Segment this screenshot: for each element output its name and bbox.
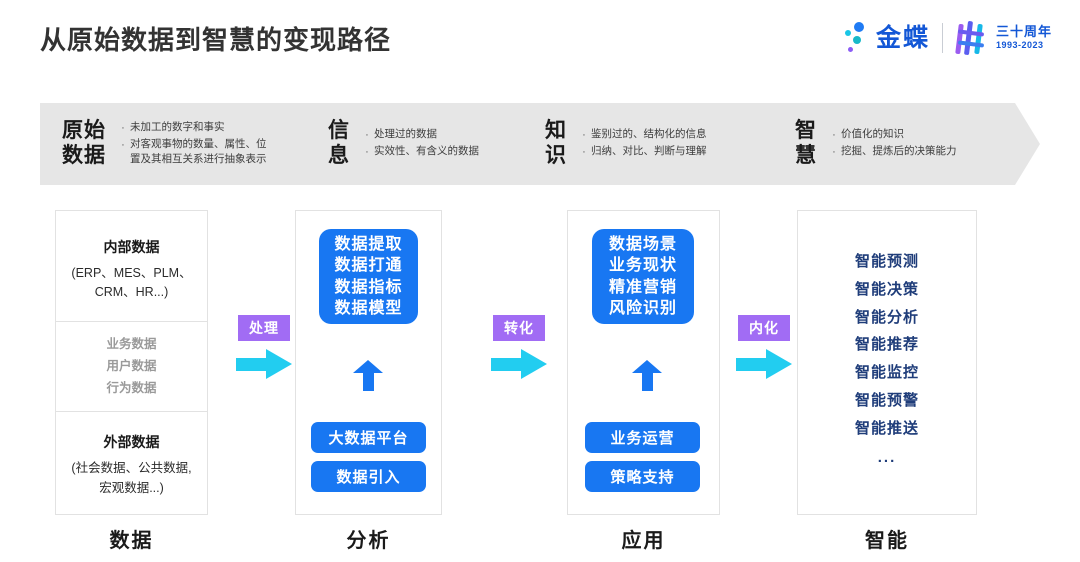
stage-name: 信 息 xyxy=(328,119,350,167)
intelligence-item: 智能推送 xyxy=(854,419,919,437)
bullet-item: · 挖掘、提炼后的决策能力 xyxy=(827,144,957,161)
right-arrow-icon xyxy=(236,349,292,379)
bullet-item: · 处理过的数据 xyxy=(360,127,479,144)
page-title: 从原始数据到智慧的变现路径 xyxy=(40,25,392,55)
data-types-section: 业务数据 用户数据 行为数据 xyxy=(56,320,207,413)
connector-label: 内化 xyxy=(738,315,790,341)
up-arrow-icon-application xyxy=(632,360,662,391)
bullet-dot-icon: · xyxy=(121,139,125,152)
analysis-ingest-pill[interactable]: 数据引入 xyxy=(311,461,426,492)
column-card-data: 内部数据 (ERP、MES、PLM、 CRM、HR...) 业务数据 用户数据 … xyxy=(55,210,208,515)
bullet-text: 价值化的知识 xyxy=(841,128,904,141)
internal-data-sub: (ERP、MES、PLM、 CRM、HR...) xyxy=(71,266,192,300)
bullet-dot-icon: · xyxy=(582,129,586,142)
bullet-item: · 鉴别过的、结构化的信息 xyxy=(577,127,707,144)
stage-raw-data: 原始 数据 · 未加工的数字和事实 · 对客观事物的数量、属性、位 置及其相互关… xyxy=(62,119,267,169)
analysis-platform-pill[interactable]: 大数据平台 xyxy=(311,422,426,453)
bullet-text: 归纳、对比、判断与理解 xyxy=(591,145,707,157)
bullet-item: · 价值化的知识 xyxy=(827,127,957,144)
right-arrow-icon xyxy=(491,349,547,379)
bullet-text: 实效性、有含义的数据 xyxy=(374,145,479,157)
stage-information: 信 息 · 处理过的数据 · 实效性、有含义的数据 xyxy=(328,119,479,169)
intelligence-item: 智能预测 xyxy=(854,253,919,270)
bullet-text: 对客观事物的数量、属性、位 置及其相互关系进行抽象表示 xyxy=(130,138,267,166)
stage-name: 原始 数据 xyxy=(62,119,106,167)
brand-name: 金蝶 xyxy=(875,23,930,52)
bullet-dot-icon: · xyxy=(832,146,836,158)
stage-knowledge: 知 识 · 鉴别过的、结构化的信息 · 归纳、对比、判断与理解 xyxy=(545,119,707,169)
bullet-item: · 未加工的数字和事实 xyxy=(116,120,267,137)
bullet-text: 处理过的数据 xyxy=(374,128,437,141)
stages-banner: 原始 数据 · 未加工的数字和事实 · 对客观事物的数量、属性、位 置及其相互关… xyxy=(40,103,1040,185)
stage-name: 知 识 xyxy=(545,119,567,167)
connector-label: 转化 xyxy=(493,315,545,341)
bullet-dot-icon: · xyxy=(832,129,836,142)
bullet-text: 鉴别过的、结构化的信息 xyxy=(591,128,707,141)
column-card-intelligence xyxy=(797,210,977,515)
bullet-dot-icon: · xyxy=(121,122,125,135)
anniversary-label: 三十周年 xyxy=(995,24,1052,40)
column-footer-intelligence: 智能 xyxy=(865,530,909,552)
data-type-item: 业务数据 xyxy=(106,336,157,351)
stage-wisdom: 智 慧 · 价值化的知识 · 挖掘、提炼后的决策能力 xyxy=(795,119,957,169)
data-type-item: 用户数据 xyxy=(106,358,157,373)
intelligence-ellipsis: ... xyxy=(877,449,897,467)
bullet-item: · 实效性、有含义的数据 xyxy=(360,144,479,161)
stage-bullets: · 未加工的数字和事实 · 对客观事物的数量、属性、位 置及其相互关系进行抽象表… xyxy=(116,120,267,167)
bullet-item: · 归纳、对比、判断与理解 xyxy=(577,144,707,161)
intelligence-item: 智能预警 xyxy=(854,391,919,409)
logo-dots-icon xyxy=(842,21,872,55)
stage-bullets: · 鉴别过的、结构化的信息 · 归纳、对比、判断与理解 xyxy=(577,127,707,161)
anniversary-text: 三十周年 1993-2023 xyxy=(996,25,1052,50)
connector-label: 处理 xyxy=(238,315,290,341)
connector-internalize: 内化 xyxy=(722,315,806,379)
right-arrow-icon xyxy=(736,349,792,379)
intelligence-item: 智能分析 xyxy=(854,308,919,326)
intelligence-item: 智能推荐 xyxy=(854,336,919,354)
anniversary-years: 1993-2023 xyxy=(995,39,1044,50)
intelligence-item: 智能决策 xyxy=(854,280,919,298)
bullet-dot-icon: · xyxy=(365,146,369,158)
application-capability-box: 数据场景 业务现状 精准营销 风险识别 xyxy=(592,229,694,324)
anniversary-mark-icon xyxy=(955,20,989,56)
internal-data-section: 内部数据 (ERP、MES、PLM、 CRM、HR...) xyxy=(56,211,207,321)
column-footer-data: 数据 xyxy=(109,530,154,552)
application-operation-pill[interactable]: 业务运营 xyxy=(585,422,700,453)
connector-transform: 转化 xyxy=(477,315,561,379)
stage-name: 智 慧 xyxy=(795,119,817,167)
connector-process: 处理 xyxy=(222,315,306,379)
analysis-capability-box: 数据提取 数据打通 数据指标 数据模型 xyxy=(319,229,418,324)
column-footer-application: 应用 xyxy=(621,530,666,552)
data-type-item: 行为数据 xyxy=(106,380,157,395)
bullet-dot-icon: · xyxy=(582,146,586,158)
application-strategy-pill[interactable]: 策略支持 xyxy=(585,461,700,492)
up-arrow-icon-analysis xyxy=(353,360,383,391)
stage-bullets: · 价值化的知识 · 挖掘、提炼后的决策能力 xyxy=(827,127,957,161)
logo-divider xyxy=(941,23,943,53)
intelligence-capability-list: 智能预测 智能决策 智能分析 智能推荐 智能监控 智能预警 智能推送 ... xyxy=(797,248,977,474)
bullet-text: 未加工的数字和事实 xyxy=(130,121,225,134)
bullet-item: · 对客观事物的数量、属性、位 置及其相互关系进行抽象表示 xyxy=(116,137,267,167)
kingdee-logo: 金蝶 三十周年 1993-2023 xyxy=(842,18,1052,58)
internal-data-heading: 内部数据 xyxy=(103,239,160,255)
external-data-section: 外部数据 (社会数据、公共数据, 宏观数据...) xyxy=(56,412,207,518)
intelligence-item: 智能监控 xyxy=(854,364,919,381)
bullet-text: 挖掘、提炼后的决策能力 xyxy=(841,145,957,157)
stages-banner-content: 原始 数据 · 未加工的数字和事实 · 对客观事物的数量、属性、位 置及其相互关… xyxy=(40,103,1040,185)
stage-bullets: · 处理过的数据 · 实效性、有含义的数据 xyxy=(360,127,479,161)
external-data-heading: 外部数据 xyxy=(103,434,160,451)
column-footer-analysis: 分析 xyxy=(346,530,391,552)
bullet-dot-icon: · xyxy=(365,129,369,142)
external-data-sub: (社会数据、公共数据, 宏观数据...) xyxy=(71,461,192,495)
